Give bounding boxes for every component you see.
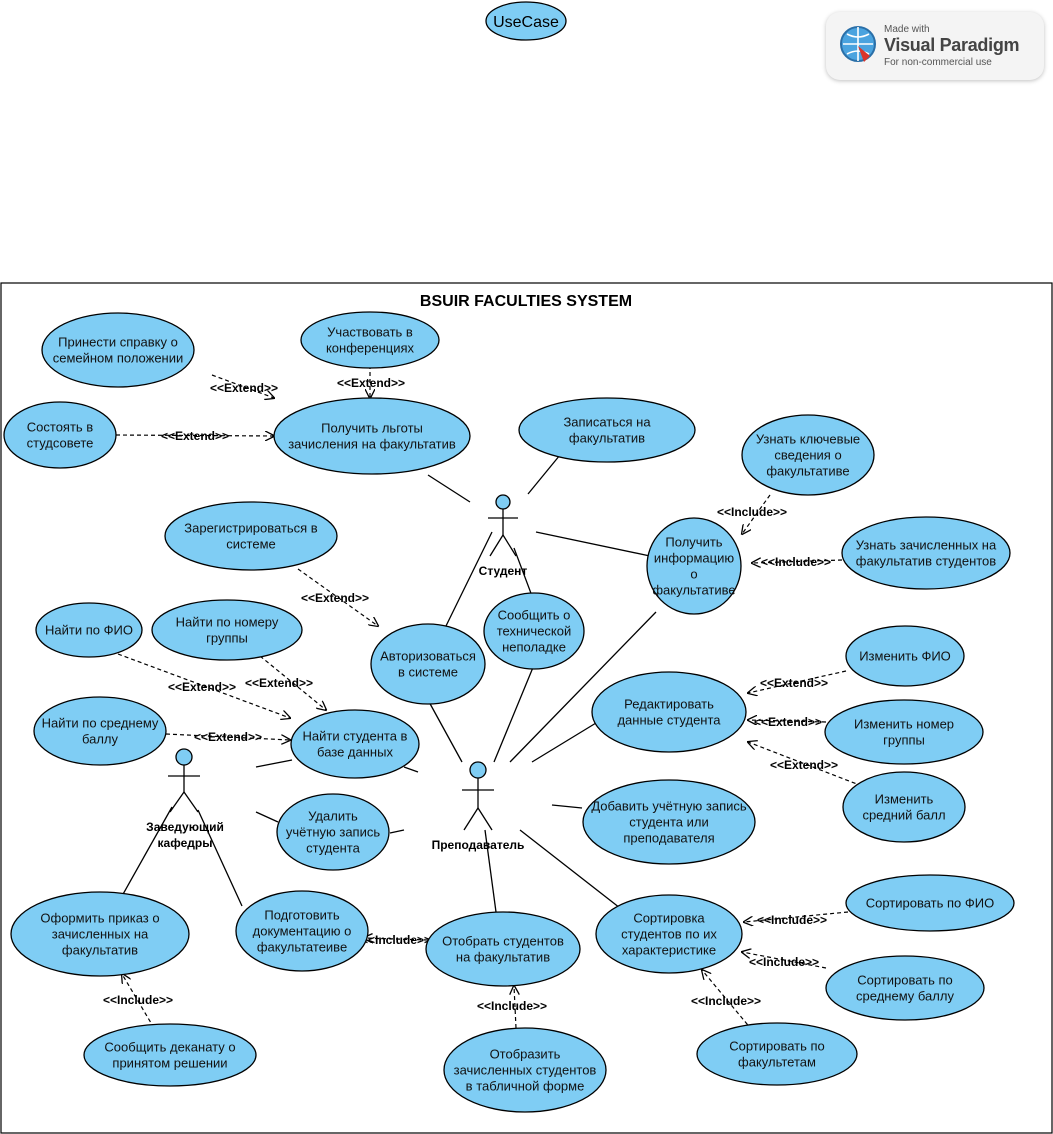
system-title: BSUIR FACULTIES SYSTEM — [420, 293, 632, 310]
extend-label: <<Extend>> — [770, 758, 838, 772]
visual-paradigm-logo-icon — [840, 26, 876, 62]
extend-label: <<Extend>> — [754, 715, 822, 729]
use-case-sort-fio[interactable]: Сортировать по ФИО — [845, 874, 1015, 932]
watermark-brand: Visual Paradigm — [884, 35, 1020, 55]
use-case-change-fio[interactable]: Изменить ФИО — [845, 625, 965, 687]
use-case-label: Изменить ФИО — [859, 649, 951, 664]
extend-label: <<Extend>> — [301, 591, 369, 605]
extend-label: <<Extend>> — [194, 730, 262, 744]
extend-label: <<Extend>> — [168, 680, 236, 694]
include-label: <<Include>> — [749, 955, 819, 969]
include-label: <<Include>> — [691, 994, 761, 1008]
include-label: <<Include>> — [717, 505, 787, 519]
actor-student[interactable]: Студент — [479, 494, 528, 578]
system-boundary — [0, 282, 1053, 1134]
dependencies — [115, 365, 863, 1031]
use-case-find-fio[interactable]: Найти по ФИО — [35, 602, 143, 658]
watermark-note: For non-commercial use — [884, 57, 992, 68]
include-label: <<Include>> — [761, 555, 831, 569]
extend-label: <<Extend>> — [161, 429, 229, 443]
include-label: <<Include>> — [361, 933, 431, 947]
include-label: <<Include>> — [757, 913, 827, 927]
frame-title-text: UseCase — [493, 14, 559, 31]
actor-teacher[interactable]: Преподаватель — [432, 761, 525, 852]
extend-label: <<Extend>> — [337, 376, 405, 390]
include-label: <<Include>> — [477, 999, 547, 1013]
actor-teacher-label: Преподаватель — [432, 838, 525, 852]
use-case-label: Сортировать по ФИО — [866, 896, 995, 911]
watermark-made-with: Made with — [884, 24, 930, 35]
extend-label: <<Extend>> — [245, 676, 313, 690]
associations — [121, 454, 657, 913]
extend-label: <<Extend>> — [210, 381, 278, 395]
actor-student-label: Студент — [479, 564, 528, 578]
include-label: <<Include>> — [103, 993, 173, 1007]
extend-label: <<Extend>> — [760, 676, 828, 690]
frame-title[interactable]: UseCase — [485, 1, 567, 41]
dependency-labels: <<Extend>> <<Extend>> <<Extend>> <<Exten… — [103, 376, 838, 1013]
use-case-label: Найти по ФИО — [45, 623, 133, 638]
